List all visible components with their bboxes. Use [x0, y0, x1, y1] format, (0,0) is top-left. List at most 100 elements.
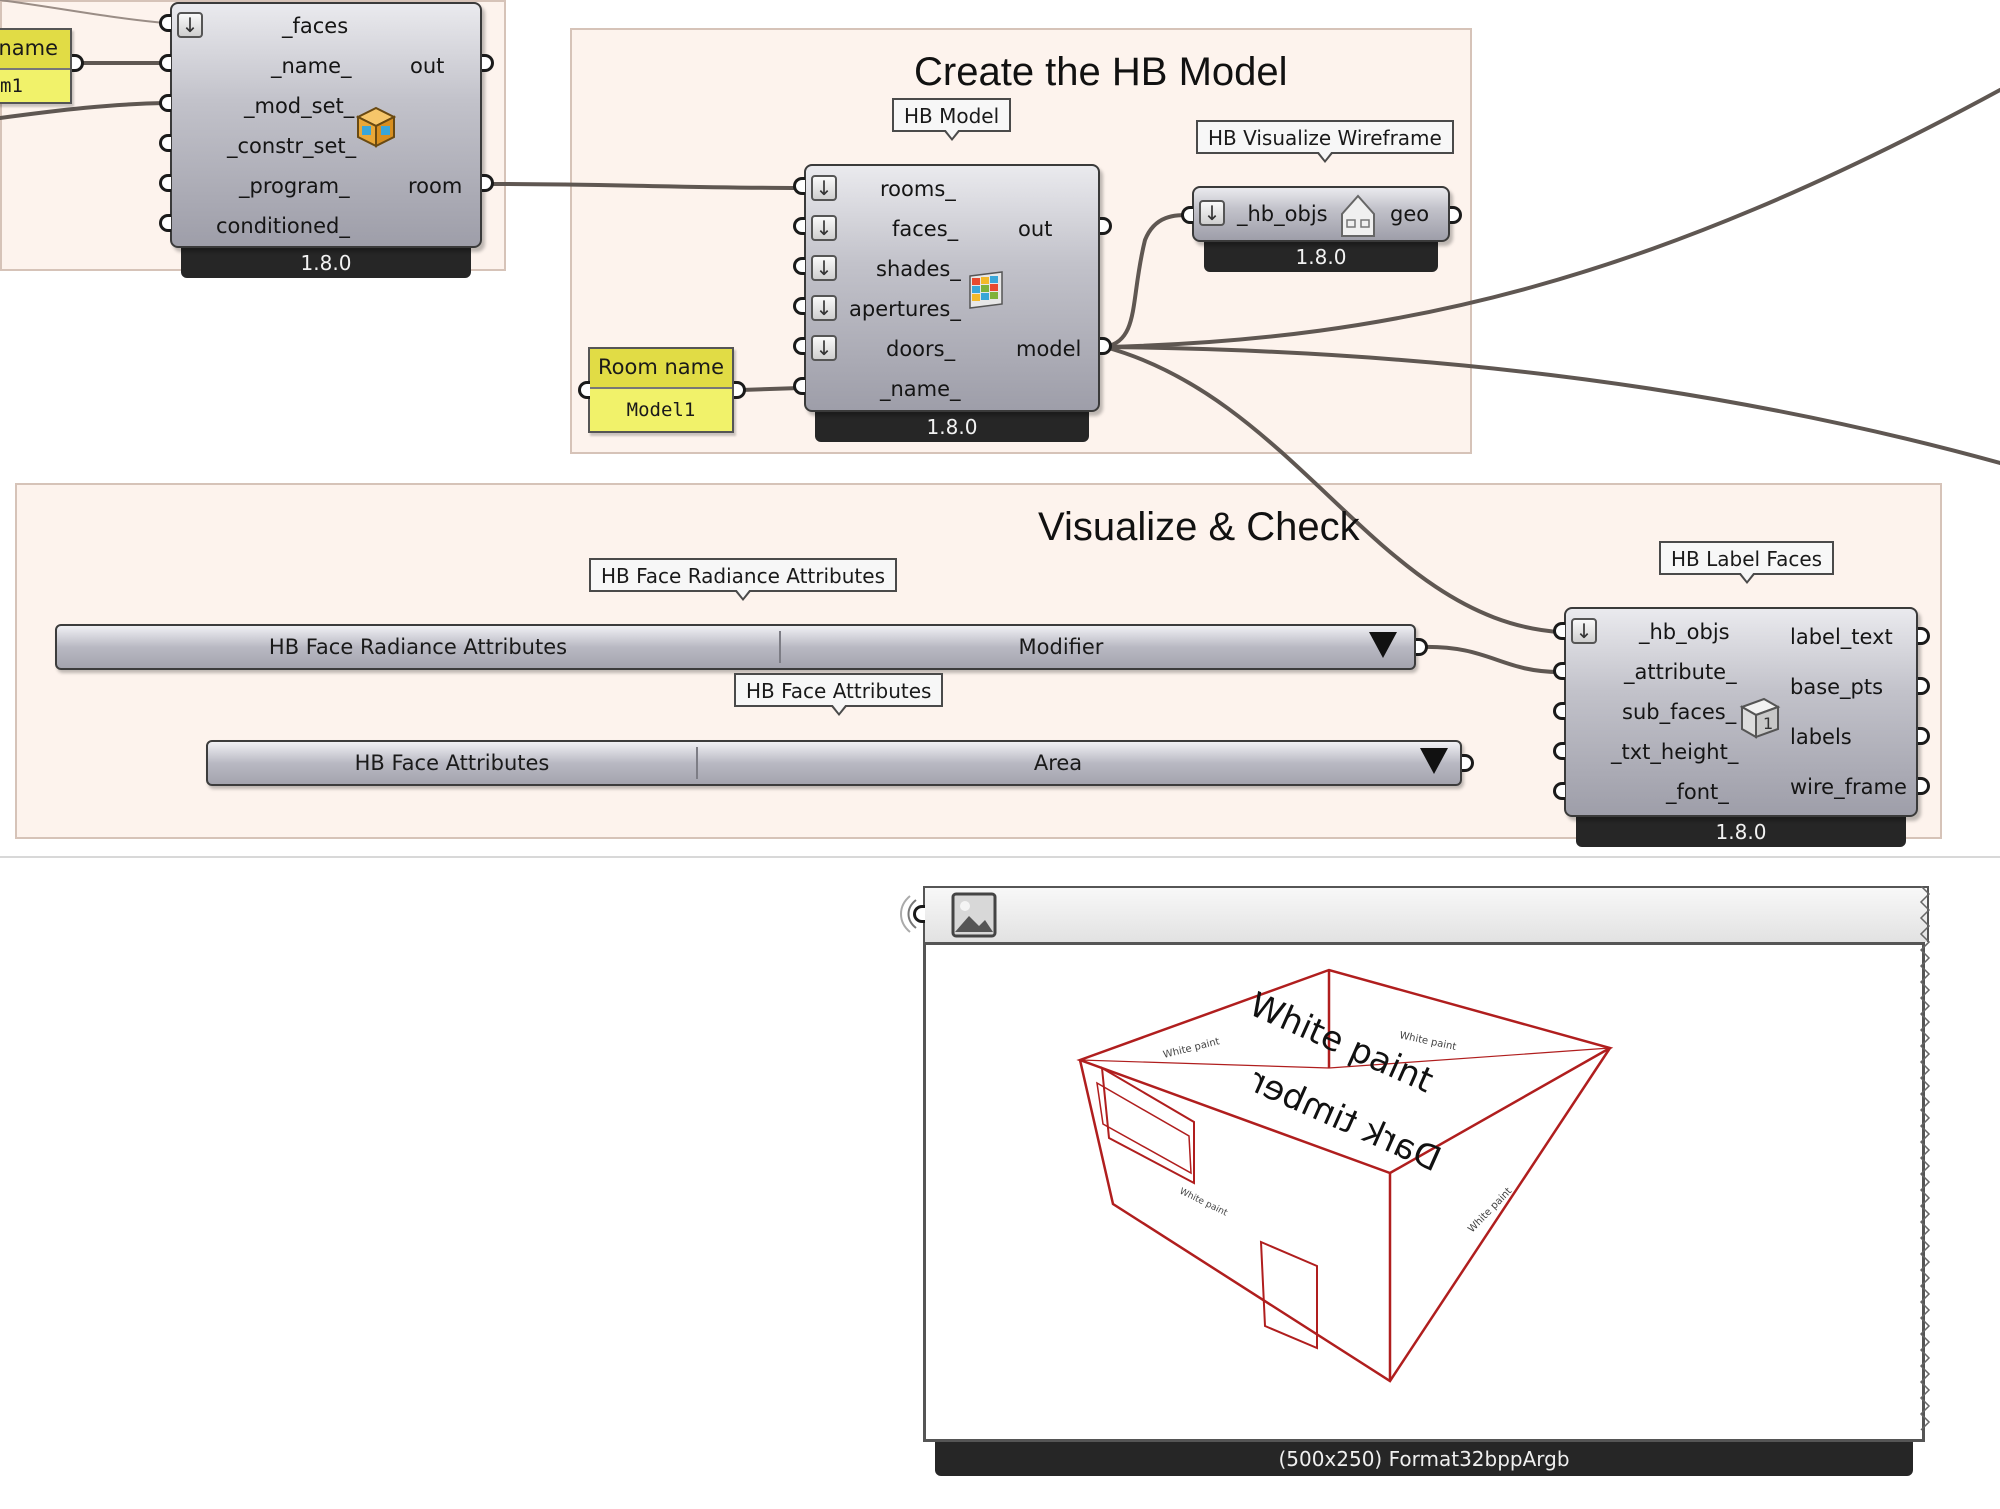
output-label: model [1016, 337, 1082, 361]
input-pin[interactable] [159, 94, 171, 112]
input-label: faces_ [892, 217, 959, 241]
value-list-selected[interactable]: Area [1033, 751, 1083, 775]
input-pin[interactable] [1181, 206, 1193, 224]
output-pin[interactable] [1918, 677, 1930, 695]
face-attributes-tag: HB Face Attributes [734, 673, 944, 716]
input-pin[interactable] [1553, 702, 1565, 720]
input-pin[interactable] [159, 54, 171, 72]
value-list-divider [696, 747, 698, 779]
group-title-create-model: Create the HB Model [914, 50, 1288, 94]
input-label: _name_ [271, 54, 352, 78]
version-label: 1.8.0 [1576, 817, 1906, 847]
input-pin[interactable] [159, 14, 171, 32]
input-pin[interactable] [793, 337, 805, 355]
input-pin[interactable] [793, 177, 805, 195]
version-label: 1.8.0 [1204, 242, 1438, 272]
arrow-down-icon[interactable]: ↓ [811, 215, 837, 241]
image-viewer-component[interactable]: White paint Dark timber White paint Whit… [923, 886, 1931, 1476]
input-pin[interactable] [1553, 662, 1565, 680]
panel-header: name [0, 30, 70, 70]
input-label: _hb_objs [1237, 202, 1328, 226]
value-list-divider [779, 631, 781, 663]
input-pin[interactable] [159, 134, 171, 152]
arrow-down-icon[interactable]: ↓ [177, 12, 203, 38]
input-label: apertures_ [849, 297, 961, 321]
output-pin[interactable] [1462, 754, 1474, 772]
input-label: doors_ [886, 337, 956, 361]
panel-header: Room name [590, 349, 732, 389]
arrow-down-icon[interactable]: ↓ [811, 255, 837, 281]
model-door [1259, 1240, 1318, 1350]
input-label: _program_ [239, 174, 350, 198]
input-label: _hb_objs [1639, 620, 1730, 644]
output-label: out [1018, 217, 1053, 241]
model-edges [1078, 1047, 1612, 1383]
model-wireframe-render: White paint Dark timber White paint Whit… [1076, 968, 1614, 1383]
output-pin[interactable] [1918, 777, 1930, 795]
input-pin[interactable] [793, 297, 805, 315]
arrow-down-icon[interactable]: ↓ [1199, 200, 1225, 226]
hb-label-faces-component[interactable]: ↓ _hb_objs _attribute_ sub_faces_ _txt_h… [1564, 607, 1918, 817]
label-cube-icon: 1 [1739, 697, 1781, 739]
input-label: sub_faces_ [1622, 700, 1737, 724]
output-label: room [408, 174, 463, 198]
arrow-down-icon[interactable]: ↓ [811, 175, 837, 201]
input-pin[interactable] [1553, 622, 1565, 640]
hb-model-tag: HB Model [892, 98, 1012, 141]
hb-label-faces-tag: HB Label Faces [1659, 541, 1835, 584]
house-icon [1341, 194, 1375, 237]
output-pin[interactable] [1918, 727, 1930, 745]
output-pin[interactable] [482, 54, 494, 72]
image-viewer-header [923, 886, 1929, 942]
partial-name-panel[interactable]: name m1 [0, 28, 72, 104]
dropdown-arrow-icon[interactable] [1420, 748, 1448, 774]
output-label: label_text [1790, 625, 1893, 649]
input-pin[interactable] [913, 905, 925, 923]
output-label: wire_frame [1790, 775, 1907, 799]
input-label: _faces [282, 14, 349, 38]
input-pin[interactable] [1553, 742, 1565, 760]
hb-model-component[interactable]: ↓ ↓ ↓ ↓ ↓ rooms_ faces_ shades_ aperture… [804, 164, 1100, 412]
version-label: 1.8.0 [815, 412, 1089, 442]
image-viewer-frame [923, 942, 1925, 1442]
face-attributes-value-list[interactable]: HB Face Attributes Area [206, 740, 1462, 786]
input-pin[interactable] [793, 377, 805, 395]
output-label: geo [1390, 202, 1430, 226]
room-name-panel[interactable]: Room name Model1 [588, 347, 734, 433]
panel-value: Model1 [626, 399, 696, 421]
hb-visualize-component[interactable]: ↓ _hb_objs geo [1192, 186, 1450, 242]
arrow-down-icon[interactable]: ↓ [811, 335, 837, 361]
version-label: 1.8.0 [181, 248, 471, 278]
arrow-down-icon[interactable]: ↓ [811, 295, 837, 321]
input-label: shades_ [876, 257, 961, 281]
output-pin[interactable] [1918, 627, 1930, 645]
input-pin[interactable] [578, 381, 590, 399]
hb-visualize-tag: HB Visualize Wireframe [1196, 120, 1454, 163]
face-radiance-value-list[interactable]: HB Face Radiance Attributes Modifier [55, 624, 1416, 670]
input-label: _txt_height_ [1611, 740, 1739, 764]
input-label: _name_ [880, 377, 961, 401]
output-label: out [410, 54, 445, 78]
face-label: White paint [1162, 1036, 1221, 1061]
panel-value: m1 [0, 75, 23, 97]
input-label: _font_ [1666, 780, 1729, 804]
face-label: White paint [1178, 1187, 1230, 1219]
image-viewer-footer: (500x250) Format32bppArgb [935, 1442, 1913, 1476]
input-pin[interactable] [793, 257, 805, 275]
serrated-edge [1919, 886, 1931, 1431]
image-icon[interactable] [951, 892, 997, 938]
input-pin[interactable] [159, 214, 171, 232]
input-pin[interactable] [793, 217, 805, 235]
hb-room-component[interactable]: ↓ _faces _name_ _mod_set_ _constr_set_ _… [170, 2, 482, 248]
input-pin[interactable] [1553, 782, 1565, 800]
input-label: rooms_ [880, 177, 956, 201]
arrow-down-icon[interactable]: ↓ [1571, 618, 1597, 644]
hb-model-icon [969, 271, 1003, 309]
model-top-face [1076, 968, 1614, 1175]
dropdown-arrow-icon[interactable] [1369, 632, 1397, 658]
group-title-visualize: Visualize & Check [1038, 505, 1360, 549]
canvas-divider [0, 856, 2000, 858]
value-list-selected[interactable]: Modifier [1018, 635, 1104, 659]
model-window [1100, 1066, 1195, 1185]
input-pin[interactable] [159, 174, 171, 192]
